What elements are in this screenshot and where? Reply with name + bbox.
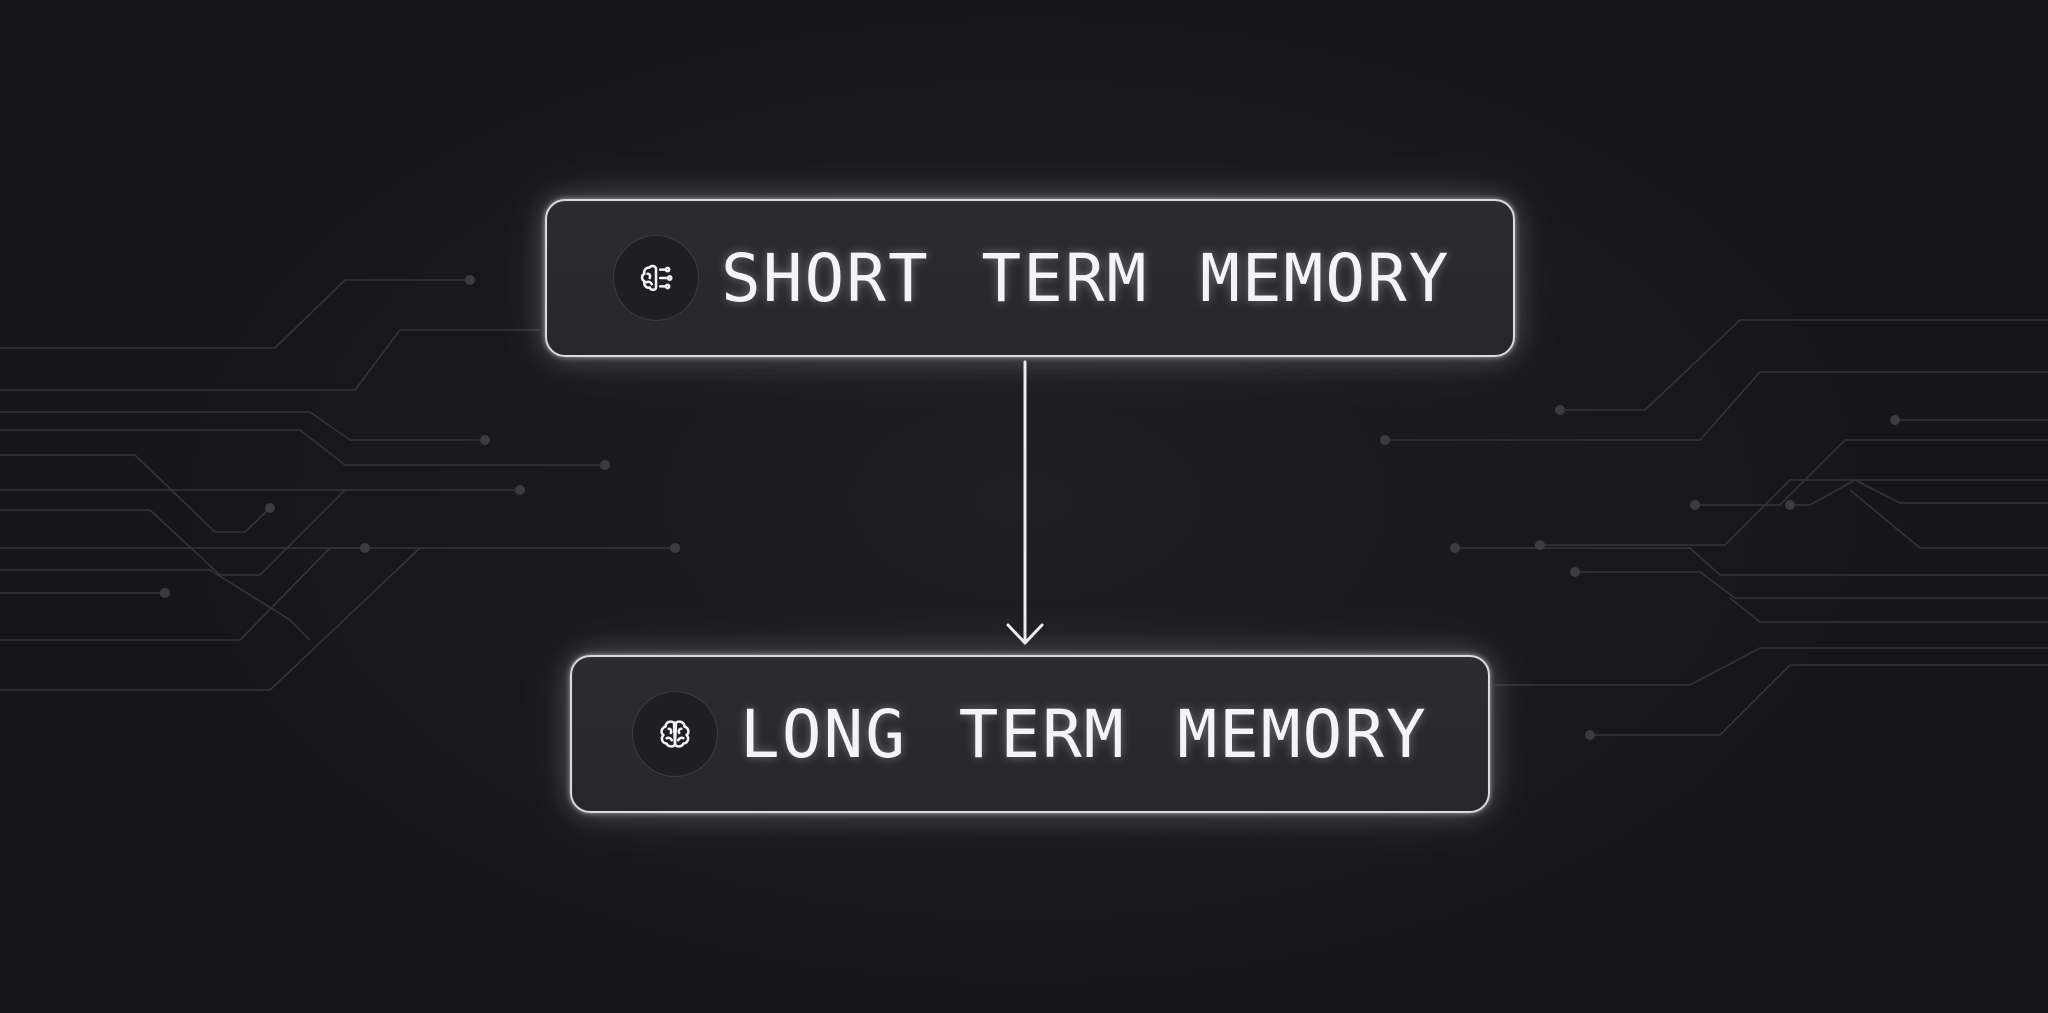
circuit-trace bbox=[1575, 571, 2048, 599]
circuit-node bbox=[1535, 540, 1545, 550]
circuit-trace bbox=[0, 454, 271, 533]
circuit-trace bbox=[0, 279, 470, 349]
circuit-node bbox=[265, 503, 275, 513]
circuit-node bbox=[1570, 567, 1580, 577]
brain-icon bbox=[640, 264, 673, 292]
circuit-trace bbox=[1385, 371, 2048, 441]
circuit-trace bbox=[0, 489, 346, 576]
circuit-node bbox=[1555, 405, 1565, 415]
circuit-trace bbox=[1849, 489, 2048, 549]
circuit-node bbox=[670, 543, 680, 553]
circuit-trace bbox=[0, 429, 605, 466]
circuit-node bbox=[360, 543, 370, 553]
circuit-node bbox=[600, 460, 610, 470]
circuit-trace bbox=[1790, 479, 2048, 506]
circuit-trace bbox=[1560, 319, 2048, 411]
circuit-node bbox=[465, 275, 475, 285]
circuit-trace bbox=[1729, 597, 2048, 623]
circuit-trace bbox=[0, 547, 421, 691]
circuit-trace bbox=[1590, 664, 2048, 736]
circuit-trace bbox=[1455, 547, 2048, 576]
circuit-trace bbox=[0, 329, 540, 391]
circuit-node bbox=[1450, 543, 1460, 553]
long-term-memory-node: LONG TERM MEMORY bbox=[570, 655, 1490, 813]
circuit-trace bbox=[1540, 479, 2048, 546]
circuit-node bbox=[160, 588, 170, 598]
short-term-memory-node: SHORT TERM MEMORY bbox=[545, 199, 1515, 357]
brain-icon bbox=[660, 720, 690, 748]
circuit-node bbox=[1785, 500, 1795, 510]
brain-icon-badge bbox=[632, 691, 718, 777]
circuit-trace bbox=[0, 569, 311, 641]
circuit-node bbox=[1585, 730, 1595, 740]
circuit-node bbox=[515, 485, 525, 495]
circuit-trace bbox=[0, 547, 675, 641]
node-label: SHORT TERM MEMORY bbox=[721, 239, 1451, 317]
circuit-trace bbox=[1495, 647, 2048, 686]
circuit-node bbox=[1380, 435, 1390, 445]
circuit-node bbox=[1890, 415, 1900, 425]
circuit-node bbox=[1690, 500, 1700, 510]
circuit-trace bbox=[1695, 439, 2048, 506]
brain-icon-badge bbox=[613, 235, 699, 321]
circuit-node bbox=[480, 435, 490, 445]
circuit-trace bbox=[0, 411, 485, 441]
node-label: LONG TERM MEMORY bbox=[740, 695, 1428, 773]
